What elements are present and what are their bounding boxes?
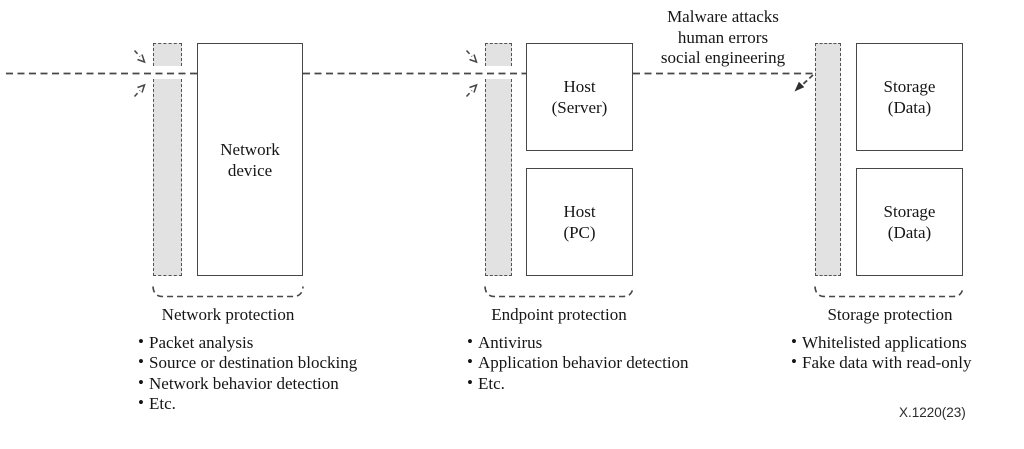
attack-types-annotation: Malware attacks human errors social engi… [661, 7, 785, 69]
blocked-attack-shaft [800, 74, 814, 87]
inspection-arrows-network [133, 49, 146, 98]
storage-protection-label: Storage protection [827, 305, 953, 324]
network-device-label-line2: device [227, 160, 273, 180]
inspection-arrows-endpoint [465, 49, 478, 98]
bullet-item: Fake data with read-only [791, 352, 971, 373]
inspection-arrow-lower-icon [465, 89, 473, 98]
bullet-item: Application behavior detection [467, 352, 689, 373]
network-barrier-lower [153, 79, 182, 276]
storage-protection-bullets: Whitelisted applicationsFake data with r… [791, 332, 971, 374]
brace-storage [814, 286, 964, 298]
inspection-arrowhead-lower-icon [469, 83, 478, 93]
storage-data-box-2: Storage (Data) [856, 168, 963, 276]
network-device-label-line1: Network [220, 139, 280, 159]
bullet-item: Whitelisted applications [791, 332, 971, 353]
bullet-item: Antivirus [467, 332, 689, 353]
host-pc-label-line2: (PC) [563, 223, 596, 242]
bullet-item: Etc. [138, 393, 357, 414]
bullet-item: Source or destination blocking [138, 352, 357, 373]
attack-annotation-line3: social engineering [660, 48, 786, 67]
brace-endpoint [484, 286, 634, 298]
host-pc-box: Host (PC) [526, 168, 633, 276]
host-server-box: Host (Server) [526, 43, 633, 151]
brace-network [152, 286, 304, 298]
network-protection-label: Network protection [161, 305, 295, 324]
inspection-arrowhead-upper-icon [137, 54, 146, 64]
attack-annotation-line1: Malware attacks [667, 7, 779, 26]
endpoint-protection-label: Endpoint protection [491, 305, 627, 324]
host-server-label-line1: Host [563, 77, 596, 96]
storage-barrier [815, 43, 841, 276]
storage-2-label-line2: (Data) [887, 223, 932, 242]
attack-annotation-line2: human errors [677, 27, 769, 47]
figure-number: X.1220(23) [899, 405, 966, 420]
storage-1-label-line2: (Data) [887, 98, 932, 117]
blocked-attack-arrowhead-icon [794, 81, 805, 92]
inspection-arrow-lower-icon [133, 89, 141, 98]
inspection-arrow-upper-icon [465, 49, 473, 58]
inspection-arrow-upper-icon [133, 49, 141, 58]
inspection-arrowhead-upper-icon [469, 54, 478, 64]
network-barrier-upper [153, 43, 182, 66]
network-protection-bullets: Packet analysisSource or destination blo… [138, 332, 357, 414]
inspection-arrowhead-lower-icon [137, 83, 146, 93]
bullet-item: Etc. [467, 373, 689, 394]
storage-data-box-1: Storage (Data) [856, 43, 963, 151]
endpoint-protection-bullets: AntivirusApplication behavior detectionE… [467, 332, 689, 394]
bullet-item: Network behavior detection [138, 373, 357, 394]
host-server-label-line2: (Server) [551, 98, 608, 117]
storage-1-label-line1: Storage [883, 77, 936, 96]
endpoint-barrier-upper [485, 43, 512, 66]
endpoint-barrier-lower [485, 79, 512, 276]
host-pc-label-line1: Host [563, 202, 596, 221]
bullet-item: Packet analysis [138, 332, 357, 353]
storage-2-label-line1: Storage [883, 202, 936, 221]
network-device-box: Network device [197, 43, 303, 276]
